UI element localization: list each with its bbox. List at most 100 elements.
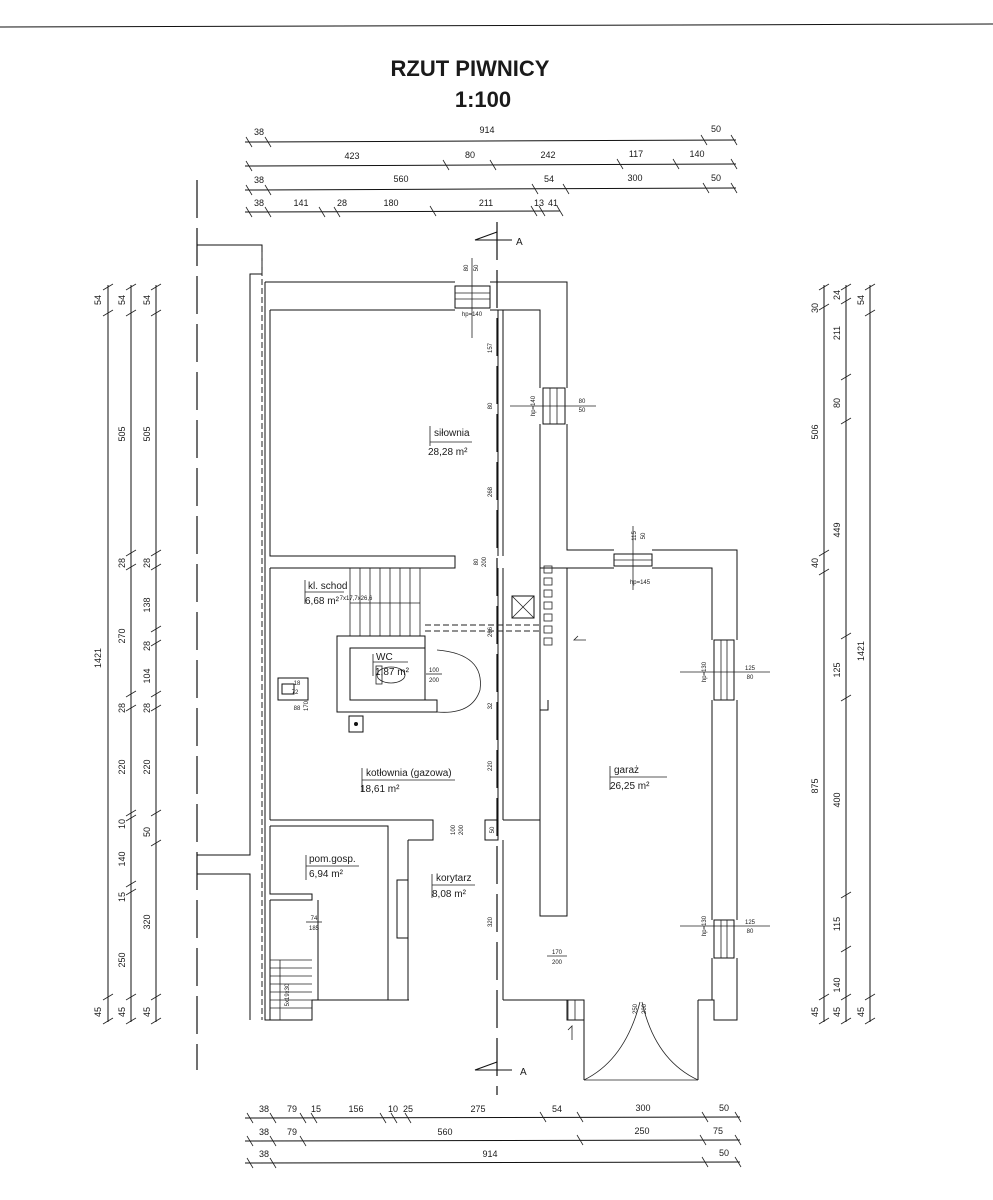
- svg-text:5x19x30: 5x19x30: [285, 983, 291, 1006]
- svg-text:100: 100: [451, 824, 457, 835]
- plan-title: RZUT PIWNICY: [391, 56, 550, 81]
- svg-text:45: 45: [142, 1007, 152, 1017]
- svg-text:914: 914: [482, 1149, 497, 1159]
- svg-text:115: 115: [632, 531, 638, 541]
- svg-text:80: 80: [747, 929, 754, 935]
- svg-text:88: 88: [294, 706, 301, 712]
- svg-text:200: 200: [552, 960, 563, 966]
- svg-text:38: 38: [259, 1104, 269, 1114]
- svg-text:180: 180: [383, 198, 398, 208]
- svg-text:200: 200: [429, 678, 440, 684]
- room-korytarz: korytarz 8,08 m²: [431, 873, 475, 900]
- svg-text:1421: 1421: [93, 648, 103, 668]
- svg-text:156: 156: [348, 1104, 363, 1114]
- svg-text:185: 185: [309, 926, 320, 932]
- svg-text:28: 28: [337, 198, 347, 208]
- svg-text:220: 220: [488, 760, 494, 771]
- svg-text:125: 125: [745, 666, 756, 672]
- stairs: [270, 568, 421, 1020]
- svg-text:266: 266: [488, 626, 494, 637]
- room-wc: WC 1,87 m²: [372, 652, 410, 678]
- svg-text:15: 15: [311, 1104, 321, 1114]
- svg-text:80: 80: [579, 399, 586, 405]
- svg-text:104: 104: [142, 668, 152, 683]
- svg-text:560: 560: [437, 1127, 452, 1137]
- svg-text:75: 75: [713, 1126, 723, 1136]
- svg-text:250: 250: [633, 1003, 639, 1014]
- room-silownia: siłownia 28,28 m²: [428, 426, 472, 458]
- svg-text:270: 270: [117, 628, 127, 643]
- svg-text:54: 54: [117, 295, 127, 305]
- svg-text:6,68 m²: 6,68 m²: [305, 596, 340, 607]
- svg-text:korytarz: korytarz: [436, 873, 472, 884]
- svg-text:siłownia: siłownia: [434, 428, 470, 439]
- svg-text:8,08 m²: 8,08 m²: [432, 889, 467, 900]
- svg-text:140: 140: [117, 851, 127, 866]
- svg-text:10: 10: [388, 1104, 398, 1114]
- boiler-symbol: [348, 715, 364, 733]
- svg-text:38: 38: [254, 198, 264, 208]
- svg-text:80: 80: [474, 558, 480, 565]
- svg-text:54: 54: [856, 295, 866, 305]
- left-dimension-chains: 54 1421 45 54 505 28 270 28 220 10 140 1…: [93, 283, 162, 1025]
- svg-text:50: 50: [719, 1148, 729, 1158]
- svg-text:28: 28: [142, 641, 152, 651]
- svg-text:220: 220: [117, 759, 127, 774]
- svg-text:15: 15: [117, 892, 127, 902]
- svg-text:50: 50: [711, 173, 721, 183]
- svg-text:74: 74: [311, 916, 318, 922]
- svg-text:505: 505: [142, 426, 152, 441]
- svg-text:80: 80: [747, 675, 754, 681]
- svg-text:275: 275: [470, 1104, 485, 1114]
- svg-text:kotłownia (gazowa): kotłownia (gazowa): [366, 768, 452, 779]
- right-dimension-chains: 30 506 40 875 45 24 211 80 449 125 400 1…: [810, 283, 876, 1025]
- svg-text:32: 32: [488, 702, 494, 709]
- section-label-top: A: [516, 237, 523, 248]
- svg-text:54: 54: [552, 1104, 562, 1114]
- svg-text:125: 125: [832, 662, 842, 677]
- svg-text:506: 506: [810, 424, 820, 439]
- svg-text:WC: WC: [376, 652, 393, 663]
- svg-text:kl. schod: kl. schod: [308, 581, 347, 592]
- svg-text:117: 117: [629, 149, 643, 159]
- svg-text:45: 45: [810, 1007, 820, 1017]
- room-garaz: garaż 26,25 m²: [609, 765, 667, 792]
- svg-text:80: 80: [465, 150, 475, 160]
- svg-text:45: 45: [93, 1007, 103, 1017]
- svg-text:28: 28: [117, 703, 127, 713]
- svg-text:40: 40: [810, 558, 820, 568]
- walls: [197, 244, 738, 1080]
- svg-text:28: 28: [142, 558, 152, 568]
- section-label-bottom: A: [520, 1067, 527, 1078]
- top-dimension-chains: 38 914 50 423 80 242 117 140 38 560 54 3…: [244, 124, 738, 218]
- svg-text:54: 54: [93, 295, 103, 305]
- room-klatka-schodowa: kl. schod 6,68 m²: [304, 580, 347, 607]
- svg-text:423: 423: [344, 151, 359, 161]
- svg-text:170: 170: [552, 950, 563, 956]
- svg-text:18: 18: [294, 681, 301, 687]
- svg-text:914: 914: [479, 125, 494, 135]
- bottom-dimension-chains: 38 79 15 156 10 25 275 54 300 50 38 79 5…: [244, 1103, 742, 1169]
- opening-labels: 80 50 hp=140 80 50 hp=140 115 50 hp=145 …: [285, 258, 770, 1014]
- svg-text:1,87 m²: 1,87 m²: [375, 667, 410, 678]
- svg-text:400: 400: [832, 792, 842, 807]
- svg-text:38: 38: [254, 175, 264, 185]
- room-pom-gosp: pom.gosp. 6,94 m²: [305, 854, 359, 880]
- svg-text:200: 200: [642, 1003, 648, 1014]
- svg-text:875: 875: [810, 778, 820, 793]
- svg-text:200: 200: [482, 556, 488, 567]
- svg-text:10: 10: [117, 819, 127, 829]
- svg-text:50: 50: [474, 264, 480, 271]
- svg-text:72: 72: [292, 690, 299, 696]
- doors: [375, 565, 699, 1081]
- room-labels: siłownia 28,28 m² kl. schod 6,68 m² WC 1…: [304, 426, 667, 900]
- svg-text:170: 170: [304, 700, 310, 711]
- svg-text:hp=140: hp=140: [462, 312, 483, 318]
- plan-scale: 1:100: [455, 87, 511, 112]
- svg-text:211: 211: [832, 326, 842, 340]
- svg-text:50: 50: [711, 124, 721, 134]
- svg-text:54: 54: [142, 295, 152, 305]
- svg-text:hp=130: hp=130: [702, 915, 708, 936]
- svg-text:505: 505: [117, 426, 127, 441]
